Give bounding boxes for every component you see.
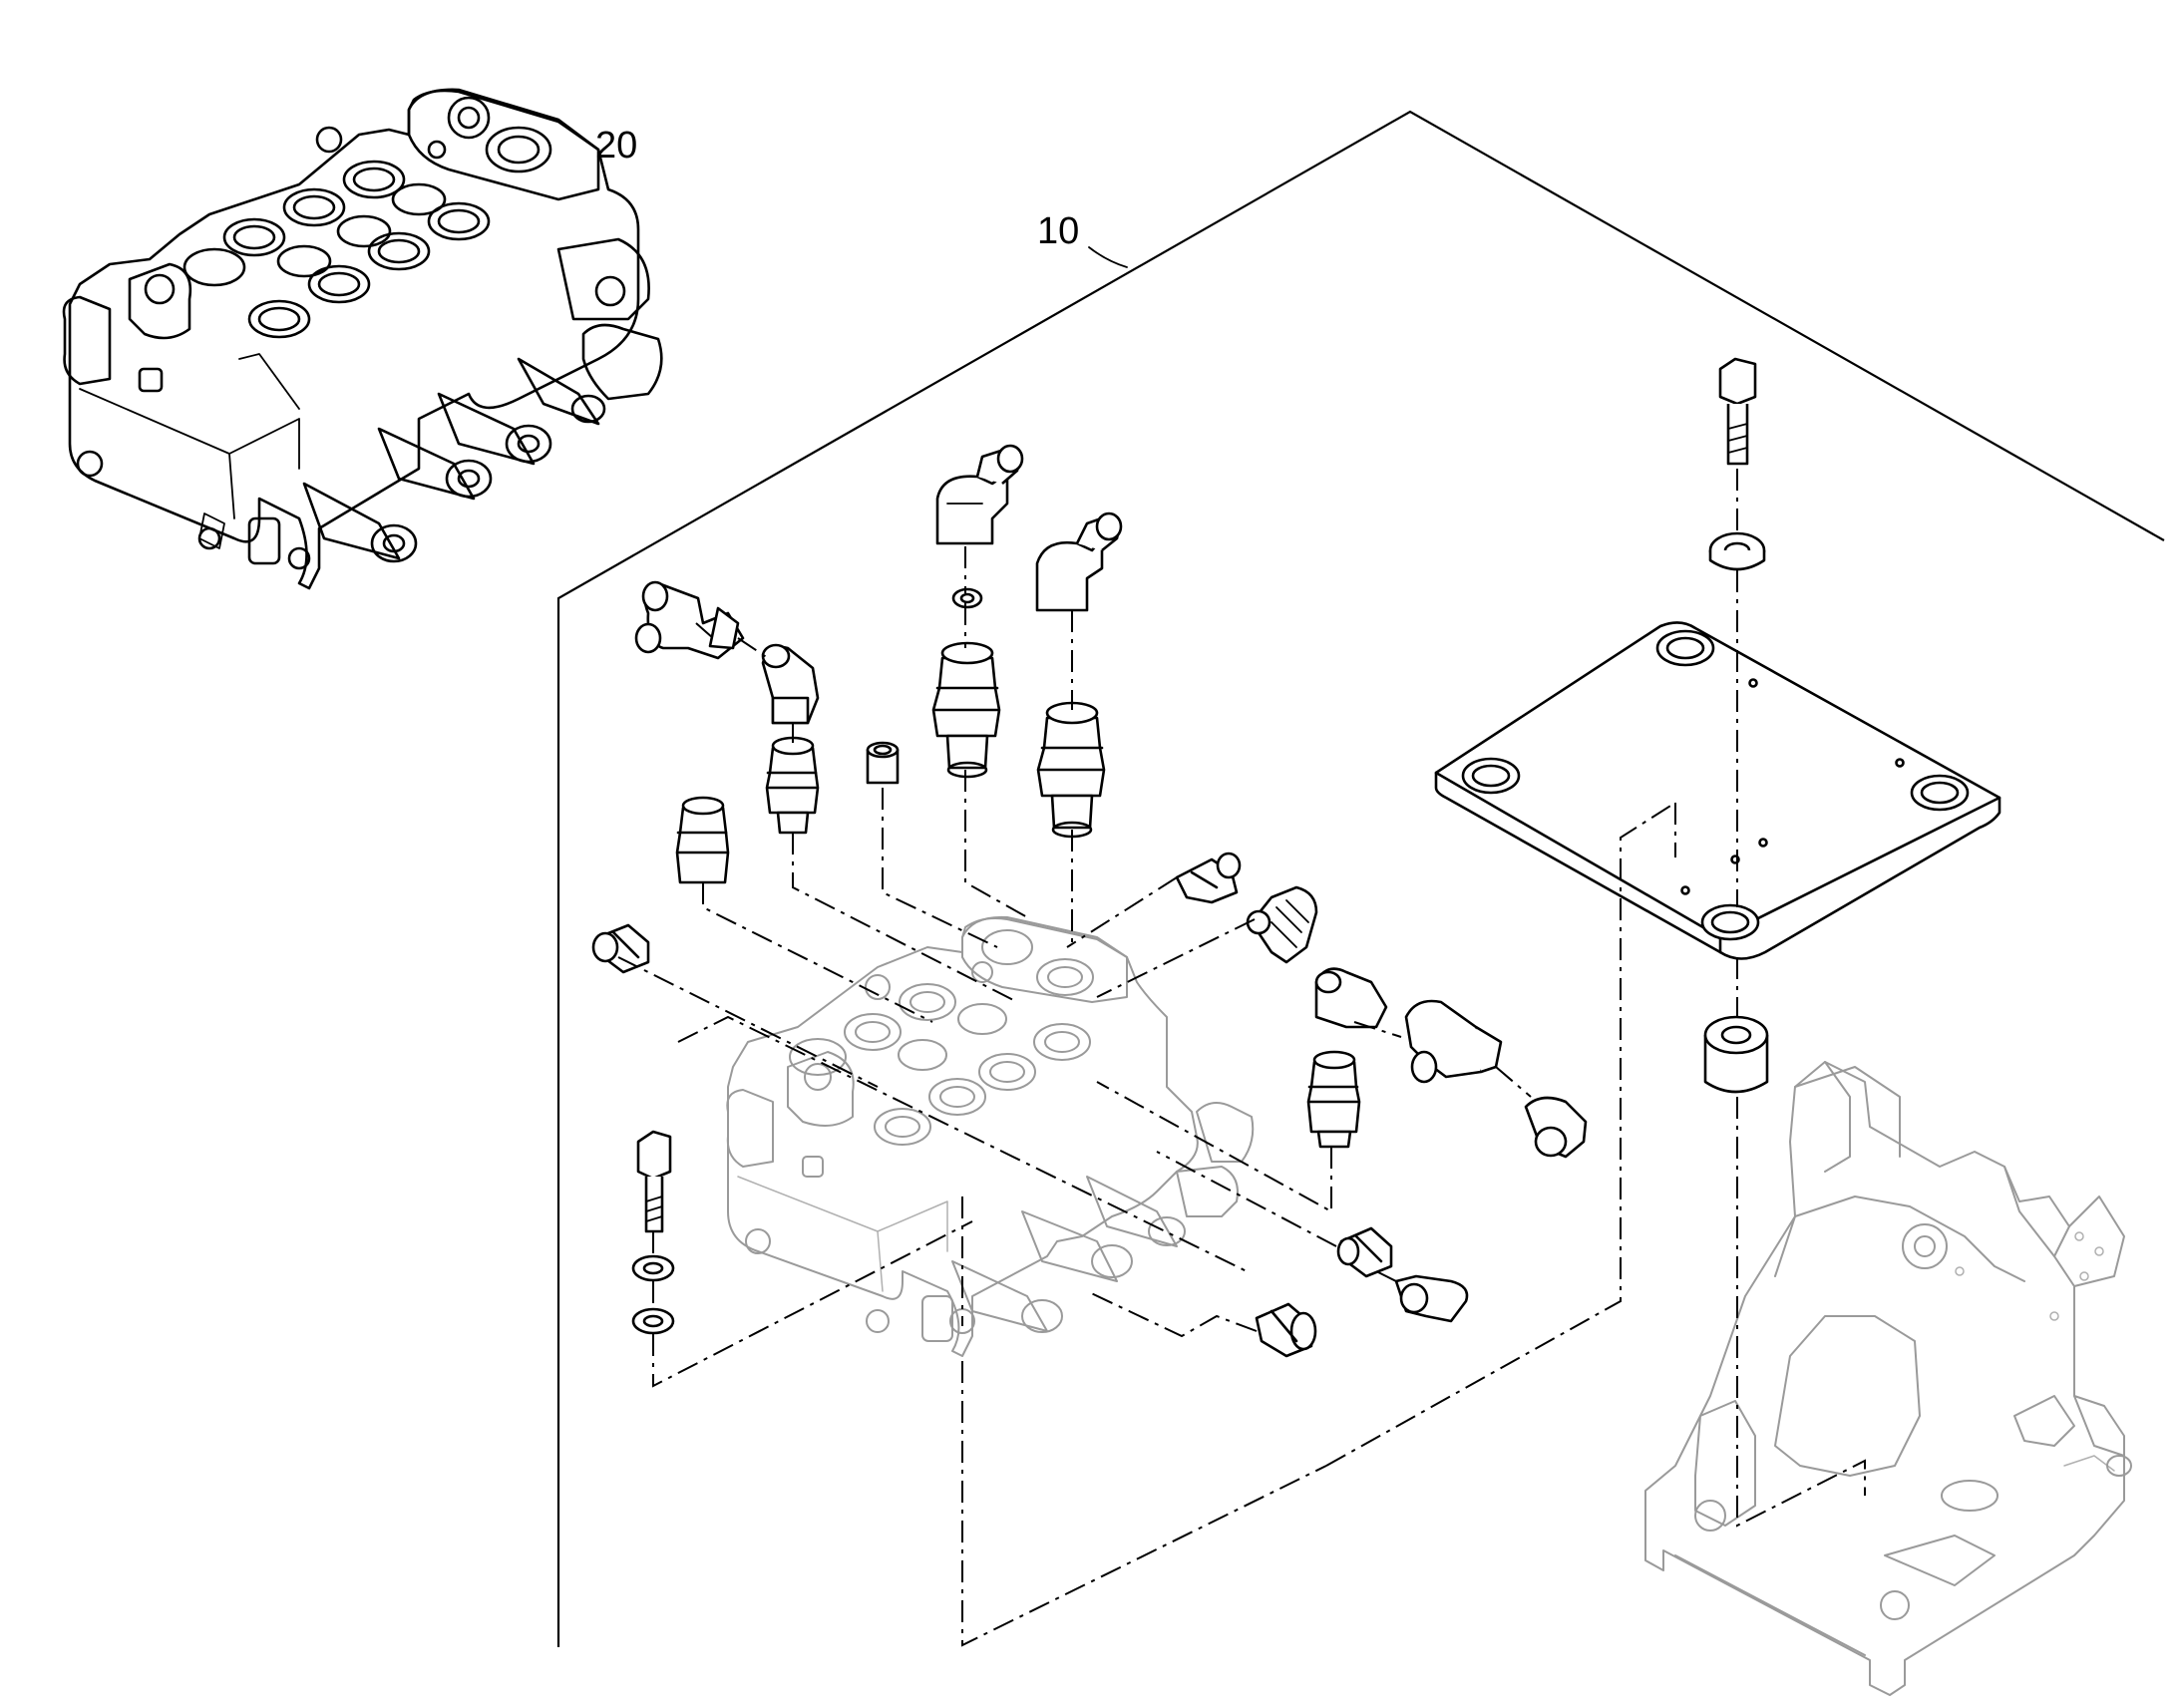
adapter-fitting-3[interactable] — [765, 736, 820, 835]
callout-10[interactable]: 10 — [1037, 210, 1079, 252]
elbow-fitting-1[interactable] — [935, 444, 1024, 545]
callout-20[interactable]: 20 — [595, 125, 637, 167]
plug-fitting[interactable] — [866, 741, 900, 785]
swivel-fitting-right[interactable] — [1246, 885, 1318, 964]
callout-10-leader — [1088, 246, 1128, 268]
adapter-fitting-5[interactable] — [1306, 1050, 1361, 1149]
elbow-fitting-5[interactable] — [1524, 1096, 1588, 1159]
control-valve-assembly[interactable] — [62, 88, 663, 590]
washer-right[interactable] — [1708, 531, 1766, 571]
assembly-lines — [617, 469, 1866, 1647]
port-icon — [447, 96, 491, 140]
tee-fitting-1[interactable] — [634, 580, 745, 660]
mounting-plate[interactable] — [1434, 621, 2001, 960]
rubber-bushing[interactable] — [1703, 1015, 1769, 1094]
washer-left-1[interactable] — [631, 1254, 675, 1282]
adapter-fitting-4[interactable] — [675, 796, 730, 884]
straight-fitting-bottom-1[interactable] — [1336, 1226, 1393, 1278]
elbow-fitting-6[interactable] — [1394, 1274, 1469, 1323]
bolt-left[interactable] — [636, 1130, 672, 1233]
washer-left-2[interactable] — [631, 1307, 675, 1335]
elbow-fitting-2[interactable] — [1035, 512, 1123, 612]
o-ring-small[interactable] — [951, 587, 983, 609]
frame-bracket-phantom — [1644, 1061, 2132, 1696]
straight-fitting-right-1[interactable] — [1175, 852, 1242, 904]
elbow-fitting-4[interactable] — [1314, 967, 1388, 1029]
adapter-fitting-1[interactable] — [931, 641, 1001, 779]
straight-fitting-bottom-2[interactable] — [1255, 1302, 1317, 1358]
control-valve-phantom — [726, 915, 1255, 1357]
tee-fitting-2[interactable] — [1404, 999, 1503, 1084]
adapter-fitting-2[interactable] — [1036, 701, 1106, 839]
kit-boundary-box — [556, 110, 2165, 1647]
bolt-right[interactable] — [1718, 357, 1757, 466]
elbow-fitting-3[interactable] — [761, 643, 820, 725]
straight-fitting-left[interactable] — [591, 923, 650, 974]
